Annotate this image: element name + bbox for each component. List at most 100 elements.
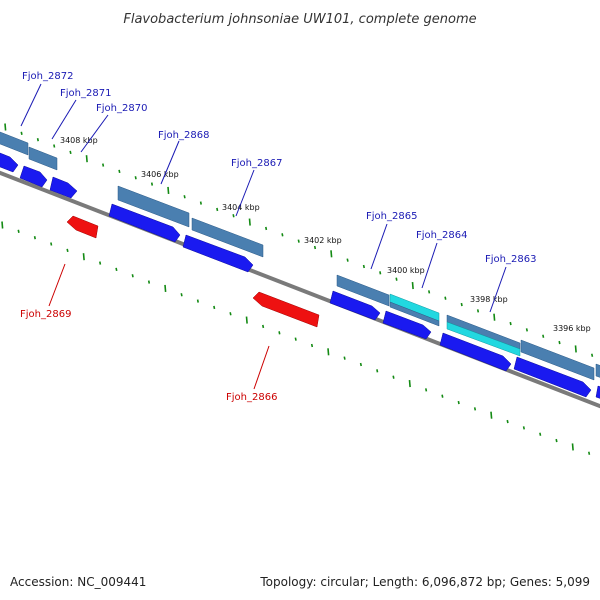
tick-mark [343, 356, 346, 360]
scale-label: 3398 kbp [470, 295, 508, 304]
tick-mark [525, 328, 528, 332]
gene-label[interactable]: Fjoh_2871 [60, 88, 111, 99]
map-title: Flavobacterium johnsoniae UW101, complet… [123, 12, 476, 27]
scale-label: 3406 kbp [141, 170, 179, 179]
tick-mark [1, 221, 4, 229]
tick-mark [245, 316, 248, 324]
cds-arrow-forward[interactable] [439, 332, 512, 372]
tick-mark [150, 182, 154, 186]
scale-label: 3404 kbp [222, 203, 260, 212]
tick-mark [115, 267, 118, 272]
scale-label: 3400 kbp [387, 266, 425, 275]
tick-mark [346, 258, 349, 262]
forward-cds-arrows [0, 151, 600, 402]
gene-labels: Fjoh_2872 Fjoh_2871 Fjoh_2870 Fjoh_2869 … [20, 71, 536, 403]
feature-band[interactable] [117, 185, 190, 228]
tick-mark [183, 195, 186, 199]
tick-mark [278, 331, 281, 335]
tick-row-lower [1, 221, 591, 455]
tick-mark [509, 321, 512, 326]
gene-label[interactable]: Fjoh_2863 [485, 254, 536, 265]
tick-mark [229, 312, 232, 316]
gene-label[interactable]: Fjoh_2867 [231, 158, 282, 169]
tick-mark [196, 299, 199, 303]
tick-mark [588, 451, 591, 455]
feature-band[interactable] [520, 339, 595, 381]
tick-mark [392, 375, 395, 379]
feature-bands [0, 130, 600, 381]
cds-arrow-forward[interactable] [182, 234, 254, 273]
feature-band[interactable] [595, 363, 600, 381]
feature-band[interactable] [28, 146, 58, 171]
cds-arrow-reverse[interactable] [252, 291, 320, 328]
cds-arrow-forward[interactable] [19, 165, 48, 188]
tick-mark [493, 313, 496, 321]
accession-text: Accession: NC_009441 [10, 575, 146, 589]
feature-band[interactable] [389, 301, 440, 327]
cds-arrow-forward[interactable] [513, 356, 592, 398]
tick-mark [232, 214, 235, 218]
feature-band[interactable] [191, 217, 264, 258]
tick-mark [490, 411, 493, 419]
tick-mark [376, 369, 379, 373]
tick-mark [147, 280, 151, 284]
tick-mark [102, 163, 105, 167]
cds-arrow-reverse[interactable] [66, 215, 99, 239]
cds-arrow-forward[interactable] [108, 203, 181, 243]
reverse-cds-arrows [66, 215, 320, 328]
tick-mark [571, 443, 574, 451]
gene-label[interactable]: Fjoh_2872 [22, 71, 73, 82]
tick-mark [460, 302, 463, 307]
tick-mark [82, 253, 85, 261]
scale-label: 3408 kbp [60, 136, 98, 145]
gene-label[interactable]: Fjoh_2870 [96, 103, 147, 114]
tick-mark [180, 293, 183, 297]
tick-mark [118, 169, 121, 174]
gene-leader-lines [20, 83, 507, 390]
cds-arrow-forward[interactable] [0, 151, 19, 173]
gene-label[interactable]: Fjoh_2869 [20, 309, 71, 320]
tick-mark [17, 229, 20, 233]
tick-mark [362, 264, 365, 269]
tick-mark [53, 144, 56, 148]
tick-mark [50, 242, 53, 246]
tick-mark [20, 131, 23, 135]
tick-mark [213, 305, 216, 310]
scale-labels: 3408 kbp 3406 kbp 3404 kbp 3402 kbp 3400… [60, 136, 591, 333]
gene-label[interactable]: Fjoh_2868 [158, 130, 209, 141]
cds-arrow-forward[interactable] [329, 290, 381, 321]
gene-label[interactable]: Fjoh_2866 [226, 392, 277, 403]
genome-stats-text: Topology: circular; Length: 6,096,872 bp… [259, 575, 590, 589]
tick-mark [33, 236, 36, 240]
tick-mark [574, 345, 577, 353]
tick-mark [473, 407, 477, 411]
tick-mark [85, 155, 88, 163]
feature-band[interactable] [336, 274, 390, 307]
feature-band-highlight[interactable] [446, 321, 521, 357]
tick-mark [428, 290, 431, 294]
genome-backbone [0, 170, 600, 409]
tick-mark [558, 340, 561, 345]
tick-mark [69, 150, 72, 155]
tick-mark [310, 343, 314, 348]
tick-mark [522, 426, 525, 430]
scale-label: 3402 kbp [304, 236, 342, 245]
cds-arrow-forward[interactable] [49, 176, 78, 199]
tick-mark [457, 400, 460, 405]
gene-label[interactable]: Fjoh_2865 [366, 211, 417, 222]
tick-mark [539, 432, 542, 436]
tick-mark [542, 334, 545, 338]
tick-mark [297, 239, 300, 243]
tick-mark [313, 245, 317, 250]
tick-mark [66, 248, 69, 253]
tick-row-upper [4, 123, 594, 357]
gene-label[interactable]: Fjoh_2864 [416, 230, 467, 241]
cds-arrow-forward[interactable] [382, 310, 432, 340]
feature-band[interactable] [0, 130, 29, 156]
tick-mark [199, 201, 202, 205]
tick-mark [36, 138, 39, 142]
cds-arrow-forward[interactable] [595, 385, 600, 402]
tick-mark [379, 271, 382, 275]
tick-mark [359, 362, 362, 367]
